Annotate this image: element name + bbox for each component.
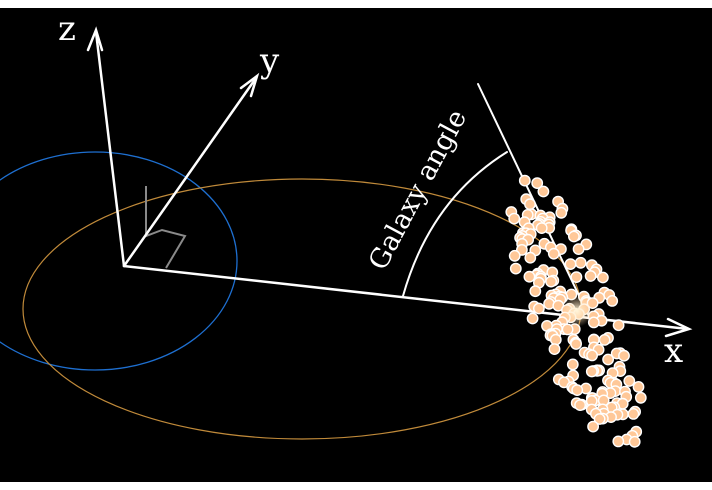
galaxy-star [524, 251, 537, 264]
galaxy-star [628, 435, 641, 448]
galaxy-star [508, 249, 521, 262]
galaxy-star [531, 177, 544, 190]
galaxy-star [632, 380, 645, 393]
galaxy-star [549, 333, 562, 346]
galaxy-star [570, 338, 582, 350]
galaxy-star [570, 271, 583, 283]
galaxy-star [564, 258, 577, 270]
galaxy-star [547, 247, 560, 260]
galaxy-star [548, 343, 561, 355]
galaxy-star [526, 312, 539, 325]
galaxy-star [566, 358, 579, 371]
galaxy-star [545, 275, 557, 288]
galaxy-star [587, 316, 600, 329]
galaxy-star [598, 333, 611, 346]
galaxy-star [529, 285, 542, 298]
x-axis-arrowhead [664, 317, 693, 338]
galaxy-star [612, 319, 625, 332]
galaxy-star [518, 174, 531, 187]
galaxy-star [585, 365, 598, 378]
x-axis-label: x [664, 331, 683, 371]
galaxy-star [623, 375, 636, 387]
galaxy-icon [505, 174, 647, 448]
galaxy-star [524, 198, 536, 211]
galaxy-star [587, 420, 599, 433]
galaxy-star [571, 384, 584, 396]
galaxy-star [509, 262, 522, 275]
galaxy-star [523, 270, 536, 283]
galaxy-star [572, 243, 585, 256]
galaxy-star [602, 353, 614, 366]
galaxy-star [574, 256, 587, 269]
galaxy-star [627, 407, 640, 420]
galaxy-star [533, 302, 545, 315]
galaxy-star [634, 391, 647, 404]
galaxy-star [612, 435, 625, 448]
galaxy-core-glow [561, 295, 593, 327]
galaxy-star [537, 185, 550, 198]
galaxy-star [606, 294, 619, 307]
galaxy-star [593, 413, 606, 425]
galaxy-star [561, 323, 574, 336]
z-axis-label: z [58, 9, 76, 49]
y-axis-arrowhead [239, 72, 260, 98]
z-axis-line [94, 30, 126, 268]
galaxy-star [508, 212, 521, 225]
y-axis-line [122, 76, 258, 268]
galaxy-star [535, 222, 548, 235]
blue-orbit-ellipse [0, 151, 238, 371]
right-angle-marker [145, 186, 187, 269]
galaxy-star [555, 206, 568, 219]
galaxy-star [618, 349, 630, 362]
y-axis-label: y [259, 41, 280, 81]
galaxy-star [568, 230, 580, 243]
galaxy-axis-line [477, 83, 595, 328]
galaxy-star [574, 399, 586, 411]
galaxy-star [586, 349, 598, 362]
z-axis-arrowhead [86, 26, 104, 52]
galaxy-star [584, 270, 597, 282]
galaxy-star [597, 271, 609, 284]
galaxy-angle-arc [402, 151, 508, 297]
